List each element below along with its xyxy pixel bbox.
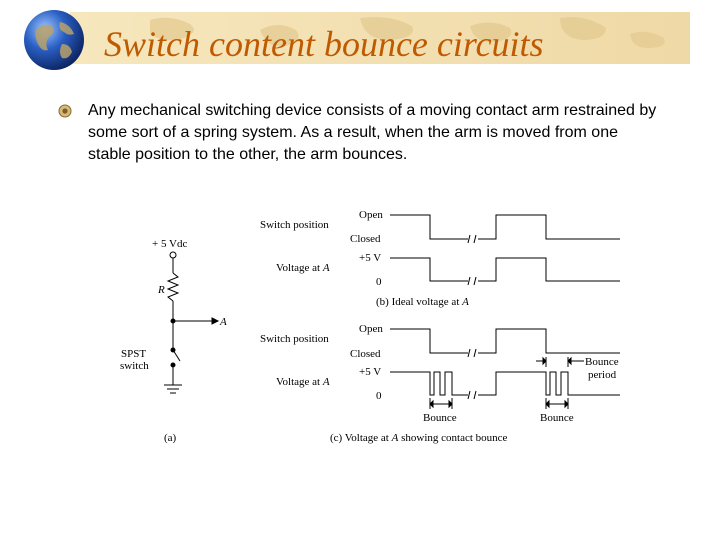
ideal-closed-label: Closed	[350, 233, 381, 245]
ideal-low-label: 0	[376, 276, 382, 288]
node-label: A	[219, 316, 227, 328]
supply-label: + 5 Vdc	[152, 238, 187, 250]
node-a-arrow	[211, 317, 220, 325]
banner-map-background	[70, 12, 690, 64]
bullet-item: Any mechanical switching device consists…	[58, 100, 658, 166]
resistor-symbol	[166, 272, 180, 302]
resistor-label: R	[157, 284, 165, 296]
ideal-voltage-wave	[390, 257, 468, 282]
bounce-closed-label: Closed	[350, 348, 381, 360]
caption-b: (b) Ideal voltage at A	[376, 296, 469, 308]
ideal-row2-label: Voltage at A	[276, 262, 330, 274]
bounce-right-label: Bounce	[540, 412, 574, 424]
bounce-period-line1: Bounce	[585, 356, 619, 368]
ideal-open-label: Open	[359, 209, 383, 221]
caption-a: (a)	[164, 432, 177, 444]
bounce-open-label: Open	[359, 323, 383, 335]
slide-title: Switch content bounce circuits	[104, 24, 544, 64]
title-banner: Switch content bounce circuits	[0, 0, 720, 70]
bounce-figure: + 5 Vdc R A SPST switch (a) Switch posit…	[100, 195, 640, 460]
bounce-period-line2: period	[588, 369, 617, 381]
bounce-voltage-wave	[390, 371, 468, 396]
globe-icon	[24, 10, 84, 70]
bounce-left-label: Bounce	[423, 412, 457, 424]
round-bullet-icon	[58, 104, 72, 118]
ideal-row1-label: Switch position	[260, 219, 329, 231]
switch-label-line1: SPST	[121, 348, 146, 360]
supply-terminal	[169, 251, 177, 259]
bounce-low-label: 0	[376, 390, 382, 402]
bounce-switch-wave	[390, 328, 468, 354]
figure-drawing: + 5 Vdc R A SPST switch (a) Switch posit…	[120, 209, 620, 444]
bounce-row2-label: Voltage at A	[276, 376, 330, 388]
caption-c: (c) Voltage at A showing contact bounce	[330, 432, 508, 444]
bounce-high-label: +5 V	[359, 366, 381, 378]
bounce-row1-label: Switch position	[260, 333, 329, 345]
ideal-high-label: +5 V	[359, 252, 381, 264]
break-mark	[467, 234, 477, 244]
bullet-text: Any mechanical switching device consists…	[88, 102, 657, 163]
switch-label-line2: switch	[120, 360, 149, 372]
ideal-switch-wave	[390, 214, 468, 240]
switch-arm	[172, 349, 181, 362]
